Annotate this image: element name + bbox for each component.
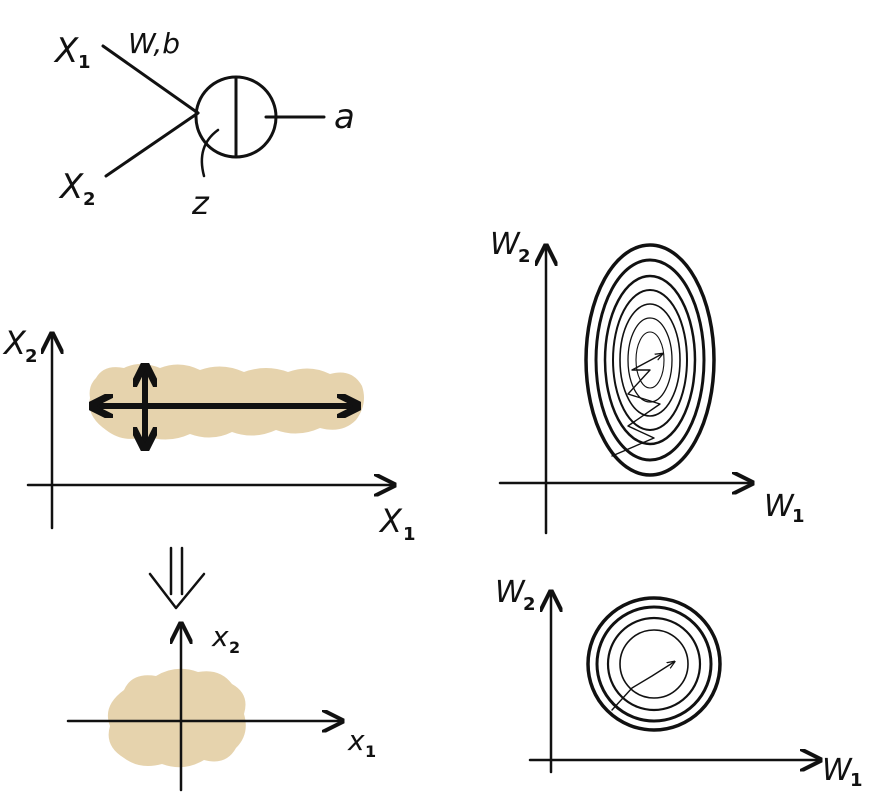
contour-ring xyxy=(627,317,673,403)
elongated-data-blob xyxy=(89,364,364,440)
svg-text:1: 1 xyxy=(365,742,376,761)
svg-text:2: 2 xyxy=(83,189,96,210)
svg-text:X: X xyxy=(58,167,84,207)
svg-text:W: W xyxy=(764,489,795,524)
contour-ring xyxy=(612,289,688,431)
y-axis-label: X 2 xyxy=(2,324,38,367)
svg-text:1: 1 xyxy=(850,770,863,791)
svg-text:x: x xyxy=(347,724,365,757)
z-label: z xyxy=(191,184,210,222)
svg-text:X: X xyxy=(2,324,27,362)
svg-text:2: 2 xyxy=(25,346,38,367)
contour-ring xyxy=(584,243,716,477)
unnormalized-feature-plot: X 2 X 1 xyxy=(2,324,416,545)
contour-ring xyxy=(606,616,702,712)
x-axis-label: x 1 xyxy=(347,724,376,761)
input-x2-label: X 2 xyxy=(58,167,96,210)
x-axis-label: X 1 xyxy=(378,502,416,545)
svg-text:2: 2 xyxy=(518,246,531,267)
y-axis-label: x 2 xyxy=(211,620,240,657)
contour-ring xyxy=(586,596,722,732)
w2-axis-label: W 2 xyxy=(490,227,531,267)
contour-ring xyxy=(595,605,713,723)
svg-text:W: W xyxy=(490,227,521,262)
svg-text:X: X xyxy=(53,31,79,71)
contour-ring xyxy=(619,303,681,417)
svg-text:W: W xyxy=(822,753,853,788)
w1-axis-label: W 1 xyxy=(822,753,863,791)
svg-text:1: 1 xyxy=(78,52,91,73)
input-x1-label: X 1 xyxy=(53,31,91,73)
w1-axis-label: W 1 xyxy=(764,489,805,527)
svg-text:2: 2 xyxy=(523,594,536,615)
w2-axis-label: W 2 xyxy=(495,575,536,615)
normalization-arrow xyxy=(148,546,206,610)
contour-ring xyxy=(619,629,689,699)
z-pointer xyxy=(200,128,220,178)
neuron-diagram: X 1 W,b X 2 z a xyxy=(53,27,355,222)
contour-ring xyxy=(594,258,706,462)
svg-text:1: 1 xyxy=(403,524,416,545)
circular-contour-plot: W 2 W 1 xyxy=(495,575,863,791)
svg-text:2: 2 xyxy=(229,638,240,657)
input-x2-edge xyxy=(104,111,200,178)
svg-text:x: x xyxy=(211,620,229,653)
gradient-descent-path xyxy=(611,354,662,457)
output-label: a xyxy=(334,97,355,137)
svg-text:1: 1 xyxy=(792,506,805,527)
contour-ring xyxy=(603,274,697,446)
normalized-feature-plot: x 2 x 1 xyxy=(66,620,376,792)
gradient-descent-path xyxy=(611,662,674,711)
svg-text:W: W xyxy=(495,575,526,610)
elongated-contour-plot: W 2 W 1 xyxy=(490,227,805,535)
input-x1-edge xyxy=(101,44,200,115)
weights-label: W,b xyxy=(128,27,180,60)
svg-text:X: X xyxy=(378,502,403,540)
normalized-data-blob xyxy=(107,668,246,768)
